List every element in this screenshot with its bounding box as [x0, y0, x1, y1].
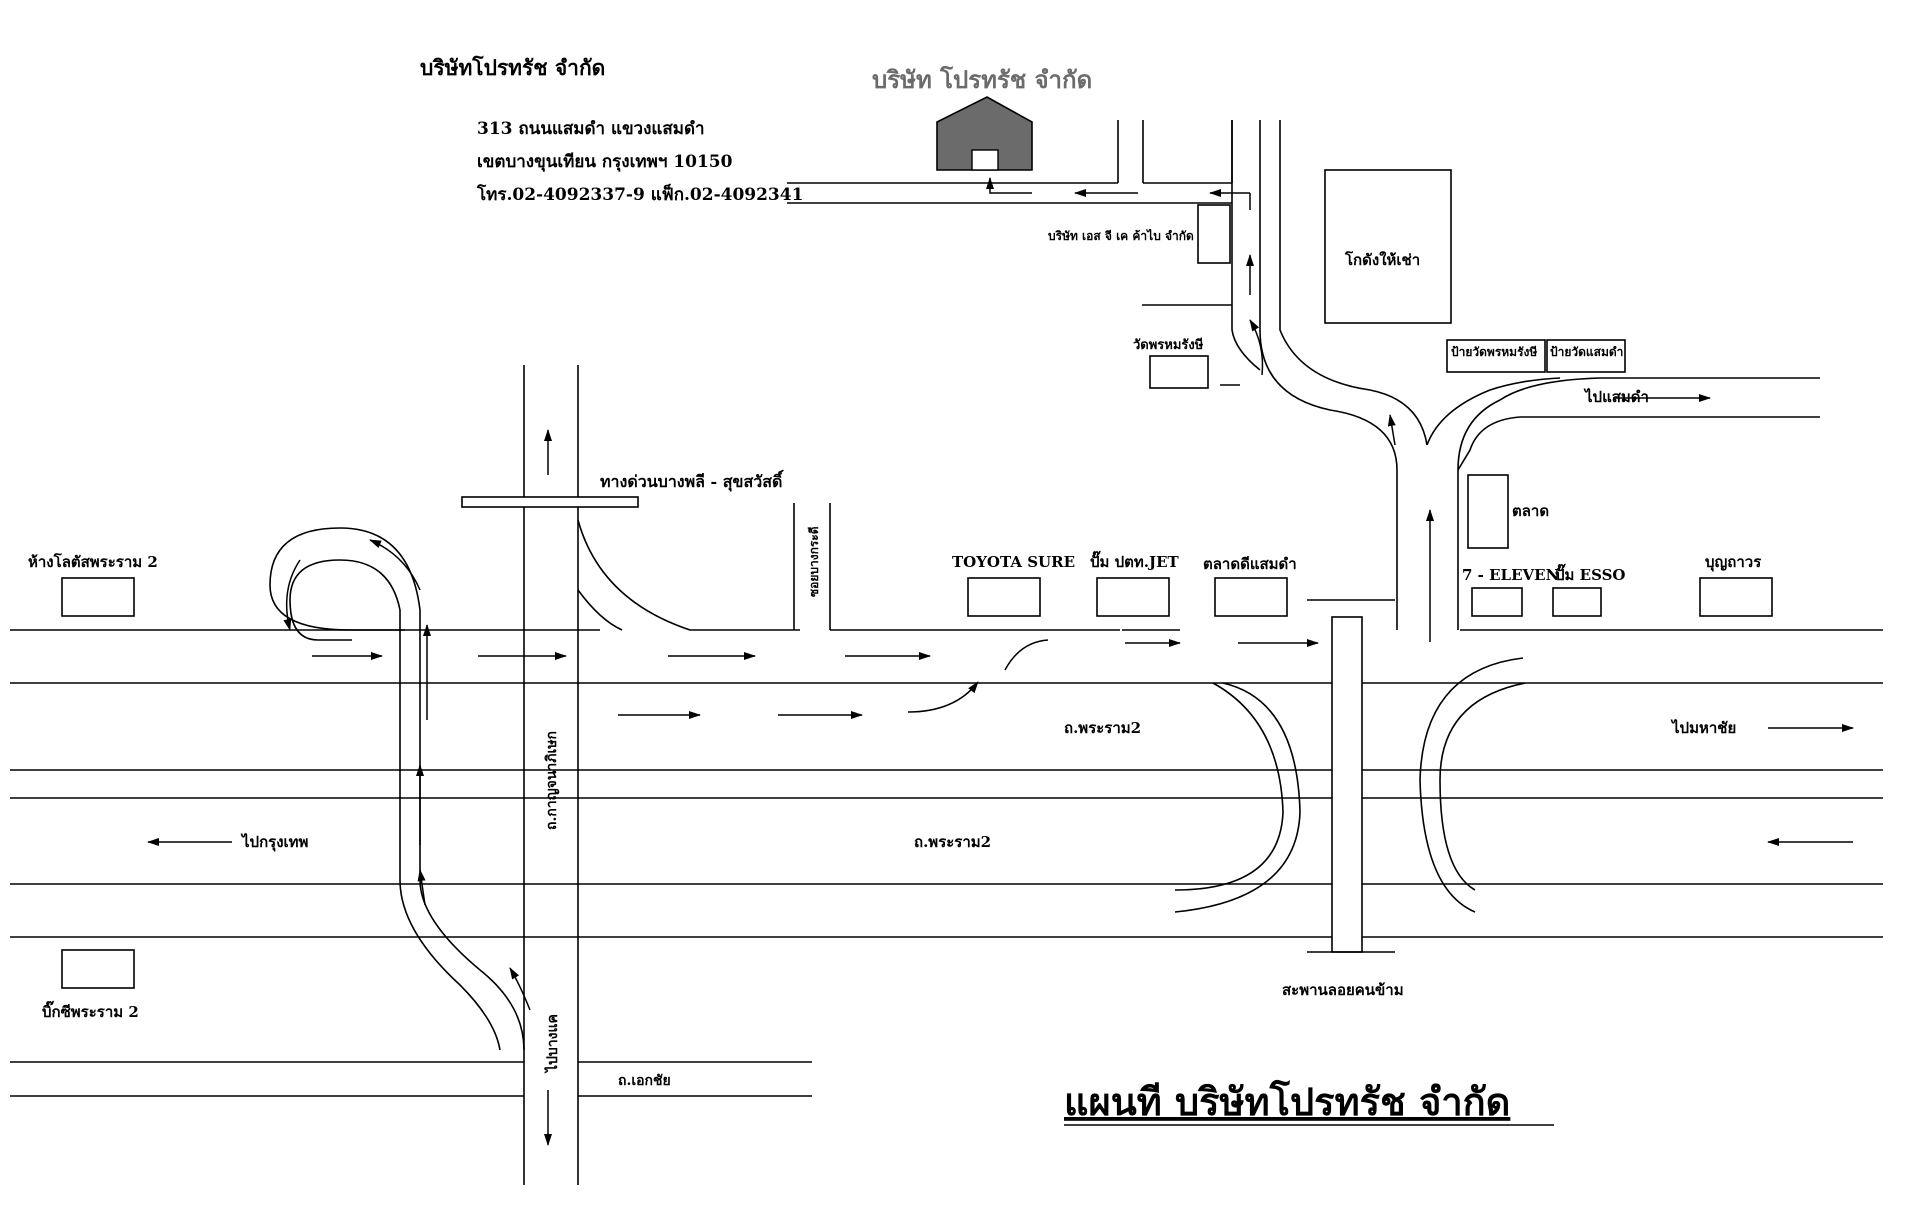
warehouse-label: โกดังให้เช่า: [1344, 250, 1420, 269]
wat-prom-building: [1149, 355, 1209, 389]
map-title: แผนที บริษัทโปรทรัช จำกัด: [1064, 1079, 1510, 1124]
wat-prom-label: วัดพรหมรังษี: [1133, 337, 1204, 353]
market-dee-building: [1214, 577, 1288, 617]
rama2-road: [10, 629, 1883, 938]
market-label: ตลาด: [1512, 502, 1549, 520]
warehouse-building: [1324, 169, 1452, 324]
bigc-label: บิ๊กซีพระราม 2: [42, 1000, 139, 1021]
ekachai-label: ถ.เอกชัย: [618, 1073, 671, 1089]
samdam-bus-stop-label: ป้ายวัดแสมดำ: [1550, 345, 1623, 359]
market-building: [1467, 474, 1509, 549]
seven-building: [1471, 587, 1523, 617]
wat-bus-stop-label: ป้ายวัดพรหมรังษี: [1451, 345, 1537, 359]
esso-building: [1552, 587, 1602, 617]
boonthavorn-building: [1699, 577, 1773, 617]
company-road: [787, 120, 1240, 386]
company-building: [936, 96, 1033, 171]
soi-bangkradee-label: ซอยบางกระดี: [807, 526, 821, 597]
ptt-building: [1096, 577, 1170, 617]
rama2-label-a: ถ.พระราม2: [1064, 719, 1141, 737]
rama2-label-b: ถ.พระราม2: [914, 833, 991, 851]
to-bangkok-label: ไปกรุงเทพ: [240, 832, 309, 852]
u-turn-loop: [269, 527, 525, 1051]
toyota-label: TOYOTA SURE: [952, 553, 1075, 571]
market-dee-label: ตลาดดีแสมดำ: [1203, 555, 1297, 573]
footbridge: [1307, 599, 1395, 953]
expressway-label: ทางด่วนบางพลี - สุขสวัสดิ์: [600, 470, 784, 492]
company-building-label: บริษัท โปรทรัช จำกัด: [872, 65, 1092, 94]
wat-bus-stop-sign: [1446, 339, 1546, 373]
footbridge-label: สะพานลอยคนข้าม: [1282, 981, 1404, 999]
ptt-label: ปั๊ม ปตท.JET: [1090, 550, 1180, 571]
toyota-building: [967, 577, 1041, 617]
sgk-building: [1197, 204, 1231, 264]
to-bangkae-label: ไปบางแค: [543, 1014, 561, 1074]
samdam-bus-stop-sign: [1546, 339, 1626, 373]
lotus-label: ห้างโลตัสพระราม 2: [28, 552, 158, 571]
boonthavorn-label: บุญถาวร: [1705, 553, 1762, 572]
sgk-label: บริษัท เอส จี เค ค้าไบ จำกัด: [1048, 228, 1194, 243]
samdam-road: [1231, 120, 1820, 630]
ekachai-road: [10, 1061, 812, 1097]
to-mahachai-label: ไปมหาชัย: [1670, 718, 1736, 737]
esso-label: ปั๊ม ESSO: [1555, 563, 1625, 584]
lotus-building: [61, 577, 135, 617]
kanchanaphisek-label: ถ.กาญจนาภิเษก: [544, 731, 560, 830]
address-line1: 313 ถนนแสมดำ แขวงแสมดำ: [477, 119, 705, 139]
seven-label: 7 - ELEVEN: [1462, 566, 1560, 584]
company-name-left: บริษัทโปรทรัช จำกัด: [420, 55, 605, 80]
bigc-building: [61, 949, 135, 989]
to-samdam-label: ไปแสมดำ: [1583, 387, 1649, 406]
direction-arrows: [147, 177, 1854, 1146]
address-line2: เขตบางขุนเทียน กรุงเทพฯ 10150: [477, 151, 733, 172]
address-line3: โทร.02-4092337-9 แฟ็ก.02-4092341: [476, 182, 803, 205]
